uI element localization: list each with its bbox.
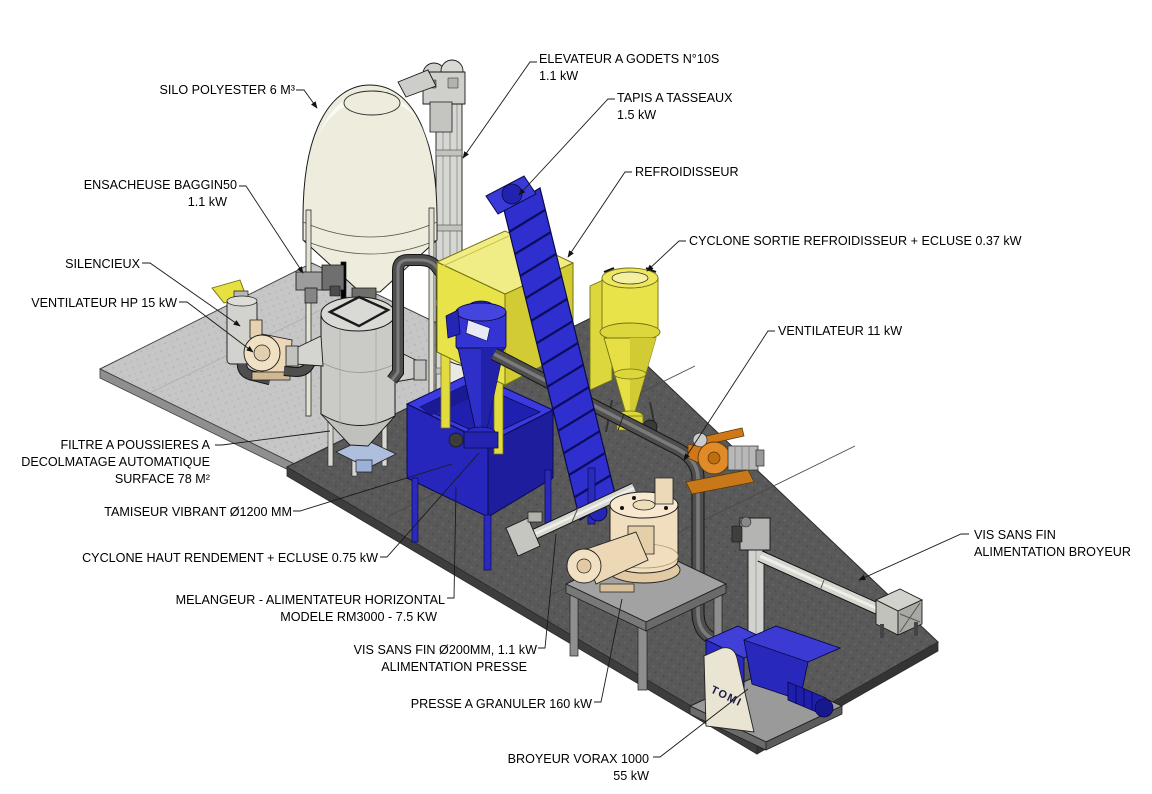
- label-filtre: FILTRE A POUSSIERES A DECOLMATAGE AUTOMA…: [21, 438, 210, 486]
- ventilator-11: [686, 428, 764, 494]
- leader-refroidisseur: [567, 172, 632, 258]
- elevator-chute: [398, 70, 436, 97]
- label-cyclone-hr: CYCLONE HAUT RENDEMENT + ECLUSE 0.75 kW: [82, 551, 378, 565]
- leader-silo: [296, 90, 318, 109]
- leader-ensacheuse: [239, 186, 304, 274]
- label-cyclone-sortie: CYCLONE SORTIE REFROIDISSEUR + ECLUSE 0.…: [689, 234, 1022, 248]
- leader-vis-presse: [538, 534, 556, 648]
- screw-to-press: [506, 488, 634, 556]
- pipe-filter-to-cyclone: [392, 260, 466, 380]
- silo: [303, 85, 437, 416]
- label-silencieux: SILENCIEUX: [65, 257, 140, 271]
- screw-intake-box: [506, 518, 540, 556]
- leader-filtre: [215, 431, 330, 445]
- label-broyeur: BROYEUR VORAX 1000 55 kW: [507, 752, 649, 783]
- grinder-logo-plate: [704, 648, 754, 732]
- leader-tamiseur: [293, 464, 452, 511]
- leader-tapis: [518, 99, 615, 196]
- filter-top-frame: [330, 297, 388, 326]
- leader-lines: [142, 62, 969, 757]
- label-silo: SILO POLYESTER 6 M³: [159, 83, 295, 97]
- label-refroidisseur: REFROIDISSEUR: [635, 165, 739, 179]
- slat-conveyor: [486, 176, 616, 524]
- leader-silencieux: [142, 263, 241, 327]
- label-ensacheuse: ENSACHEUSE BAGGIN50 1.1 kW: [83, 178, 237, 209]
- hp-fan: [244, 320, 292, 380]
- label-ventilateur-hp: VENTILATEUR HP 15 kW: [31, 296, 177, 310]
- leader-vis-broyeur: [858, 534, 969, 580]
- leader-cyclone-sortie: [646, 241, 686, 272]
- ventilator-motor: [728, 446, 758, 470]
- main-duct: [494, 354, 742, 648]
- screw-to-grinder: [760, 556, 922, 638]
- label-ventilateur-11: VENTILATEUR 11 kW: [778, 324, 903, 338]
- silo-leg: [429, 208, 434, 412]
- silo-leg: [306, 210, 311, 416]
- label-melangeur: MELANGEUR - ALIMENTATEUR HORIZONTAL MODE…: [175, 593, 445, 624]
- label-presse: PRESSE A GRANULER 160 kW: [410, 697, 592, 711]
- pellet-press: [567, 478, 680, 592]
- label-tapis: TAPIS A TASSEAUX 1.5 kW: [617, 91, 733, 122]
- leader-ventilateur-11: [683, 331, 775, 461]
- cyclone-haut-rendement: [446, 301, 506, 448]
- label-elevateur: ELEVATEUR A GODETS N°10S 1.1 kW: [539, 52, 720, 83]
- leader-elevateur: [462, 62, 537, 159]
- leader-broyeur: [653, 689, 748, 757]
- label-tamiseur: TAMISEUR VIBRANT Ø1200 MM: [104, 505, 292, 519]
- label-vis-broyeur: VIS SANS FIN ALIMENTATION BROYEUR: [974, 528, 1131, 559]
- leader-ventilateur-hp: [179, 302, 254, 353]
- leader-cyclone-hr: [380, 453, 479, 557]
- label-vis-presse: VIS SANS FIN Ø200MM, 1.1 kW ALIMENTATION…: [353, 643, 537, 674]
- leader-melangeur: [447, 487, 456, 598]
- bagging-machine: [296, 265, 344, 303]
- leader-presse: [594, 599, 622, 702]
